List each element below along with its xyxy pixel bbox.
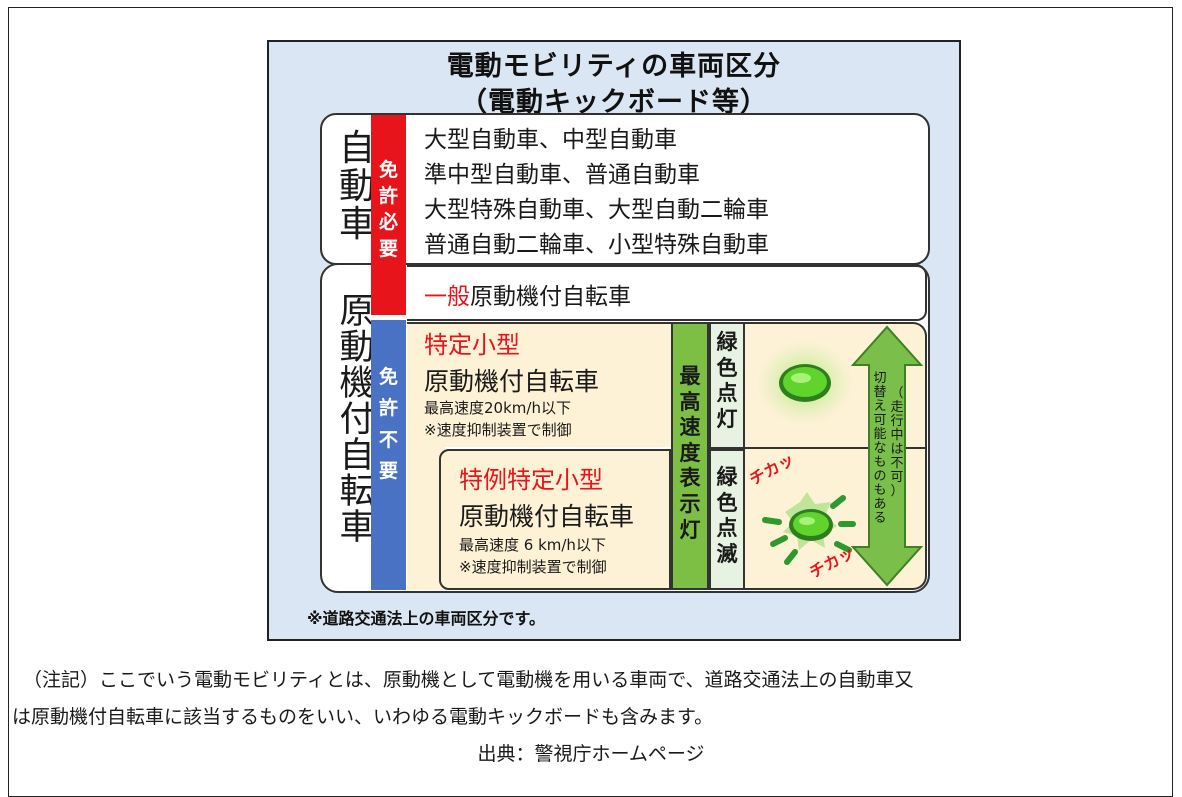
specified-small-name: 原動機付自転車 bbox=[424, 367, 600, 396]
green-blink-label: 緑色点滅 bbox=[709, 449, 745, 590]
speed-lamp-char: 速 bbox=[679, 415, 701, 440]
switch-note-char: 替 bbox=[873, 385, 887, 401]
blink-char: 滅 bbox=[716, 541, 738, 566]
general-moped-row bbox=[407, 265, 927, 321]
caption-line-2: は原動機付自転車に該当するものをいい、いわゆる電動キックボードも含みます。 bbox=[12, 706, 714, 728]
switch-note-char: え bbox=[873, 399, 887, 415]
steady-char: 灯 bbox=[716, 406, 738, 431]
max-speed-lamp-column: 最高速度表示灯 bbox=[671, 322, 709, 590]
green-blinking-lamp-icon bbox=[762, 492, 856, 565]
license-required-bar: 免許必要 bbox=[371, 115, 406, 315]
automobile-item: 準中型自動車、普通自動車 bbox=[424, 162, 700, 188]
automobile-category-char: 車 bbox=[338, 203, 375, 245]
blink-char: 点 bbox=[716, 516, 738, 541]
license-required-char: 免 bbox=[378, 159, 398, 181]
automobile-category-label: 自動車 bbox=[335, 130, 379, 243]
exceptional-small-area bbox=[439, 449, 671, 590]
switch-note-char: も bbox=[873, 483, 887, 499]
license-required-char: 必 bbox=[378, 211, 398, 234]
steady-char: 緑 bbox=[716, 330, 738, 354]
moped-category-char: 自 bbox=[339, 436, 375, 477]
license-not-required-bar: 免許不要 bbox=[371, 320, 406, 590]
speed-lamp-char: 灯 bbox=[679, 517, 701, 542]
switch-sub-char: 可 bbox=[890, 470, 904, 486]
license-not-required-char: 許 bbox=[378, 397, 398, 420]
specified-small-strip bbox=[407, 445, 445, 590]
switch-while-driving-note: （走行中は不可） bbox=[887, 386, 907, 500]
green-steady-label: 緑色点灯 bbox=[709, 322, 745, 449]
speed-lamp-char: 度 bbox=[679, 440, 701, 465]
steady-char: 点 bbox=[716, 381, 738, 406]
caption-line-1: （注記）ここでいう電動モビリティとは、原動機として電動機を用いる車両で、道路交通… bbox=[23, 669, 914, 691]
license-not-required-char: 要 bbox=[378, 460, 398, 483]
switch-sub-char: （ bbox=[890, 386, 904, 401]
exceptional-small-speed: 最高速度 6 km/h以下 bbox=[459, 536, 606, 554]
speed-lamp-char: 表 bbox=[679, 466, 701, 491]
moped-category-char: 機 bbox=[339, 364, 375, 405]
switch-sub-char: ） bbox=[890, 484, 904, 500]
switch-note-char: も bbox=[873, 455, 887, 471]
license-not-required-char: 免 bbox=[378, 366, 398, 388]
steady-char: 色 bbox=[716, 355, 738, 380]
moped-category-label: 原動機付自転車 bbox=[335, 294, 379, 546]
general-rest: 原動機付自転車 bbox=[470, 284, 631, 310]
switch-note-char: の bbox=[873, 469, 887, 485]
switch-sub-char: 走 bbox=[890, 400, 904, 416]
switch-note-char: な bbox=[873, 441, 887, 457]
speed-lamp-char: 高 bbox=[679, 389, 701, 414]
caption-source: 出典：警視庁ホームページ bbox=[477, 743, 705, 765]
license-required-char: 許 bbox=[378, 185, 398, 208]
switch-sub-char: は bbox=[890, 442, 904, 458]
exceptional-small-title: 特例特定小型 bbox=[459, 466, 603, 494]
license-not-required-char: 不 bbox=[378, 428, 398, 451]
switch-sub-char: 中 bbox=[890, 428, 904, 444]
switch-possible-note: 切替え可能なものもある bbox=[870, 371, 890, 527]
general-prefix: 一般 bbox=[424, 284, 470, 310]
switch-note-char: 切 bbox=[873, 371, 887, 386]
speed-lamp-char: 示 bbox=[679, 492, 701, 517]
switch-note-char: 可 bbox=[873, 413, 887, 429]
moped-category-char: 車 bbox=[339, 508, 375, 549]
switch-sub-char: 行 bbox=[890, 414, 904, 430]
specified-small-speed: 最高速度20km/h以下 bbox=[424, 399, 571, 417]
switch-note-char: 能 bbox=[873, 427, 887, 443]
moped-category-char: 転 bbox=[339, 472, 375, 513]
vehicle-classification-diagram: 電動モビリティの車両区分 （電動キックボード等） 自動車 原動機付自転車 免許必… bbox=[267, 40, 961, 641]
moped-category-char: 原 bbox=[339, 292, 375, 332]
automobile-category-char: 自 bbox=[338, 128, 375, 169]
exceptional-small-name: 原動機付自転車 bbox=[459, 502, 635, 531]
automobile-category-char: 動 bbox=[338, 165, 375, 207]
automobile-item: 普通自動二輪車、小型特殊自動車 bbox=[424, 232, 769, 258]
license-required-char: 要 bbox=[378, 237, 398, 260]
diagram-subtitle: （電動キックボード等） bbox=[460, 87, 768, 118]
switch-sub-char: 不 bbox=[890, 456, 904, 472]
diagram-footnote: ※道路交通法上の車両区分です。 bbox=[307, 609, 545, 628]
speed-lamp-char: 最 bbox=[679, 364, 701, 388]
automobile-item: 大型特殊自動車、大型自動二輪車 bbox=[424, 197, 769, 223]
blink-char: 緑 bbox=[716, 465, 738, 489]
moped-category-char: 付 bbox=[339, 400, 375, 441]
switch-note-char: あ bbox=[873, 497, 887, 513]
specified-small-area bbox=[407, 322, 671, 447]
automobile-item: 大型自動車、中型自動車 bbox=[424, 127, 677, 153]
specified-small-title: 特定小型 bbox=[424, 331, 520, 359]
general-moped-label: 一般原動機付自転車 bbox=[424, 277, 631, 311]
green-steady-lamp-icon bbox=[757, 341, 853, 425]
moped-category-char: 動 bbox=[339, 328, 375, 369]
switch-note-char: る bbox=[873, 511, 887, 527]
exceptional-small-control: ※速度抑制装置で制御 bbox=[459, 558, 607, 576]
switch-arrow-icon bbox=[850, 325, 924, 587]
blink-char: 色 bbox=[716, 490, 738, 515]
specified-small-control: ※速度抑制装置で制御 bbox=[424, 421, 572, 439]
diagram-title: 電動モビリティの車両区分 bbox=[446, 51, 782, 82]
